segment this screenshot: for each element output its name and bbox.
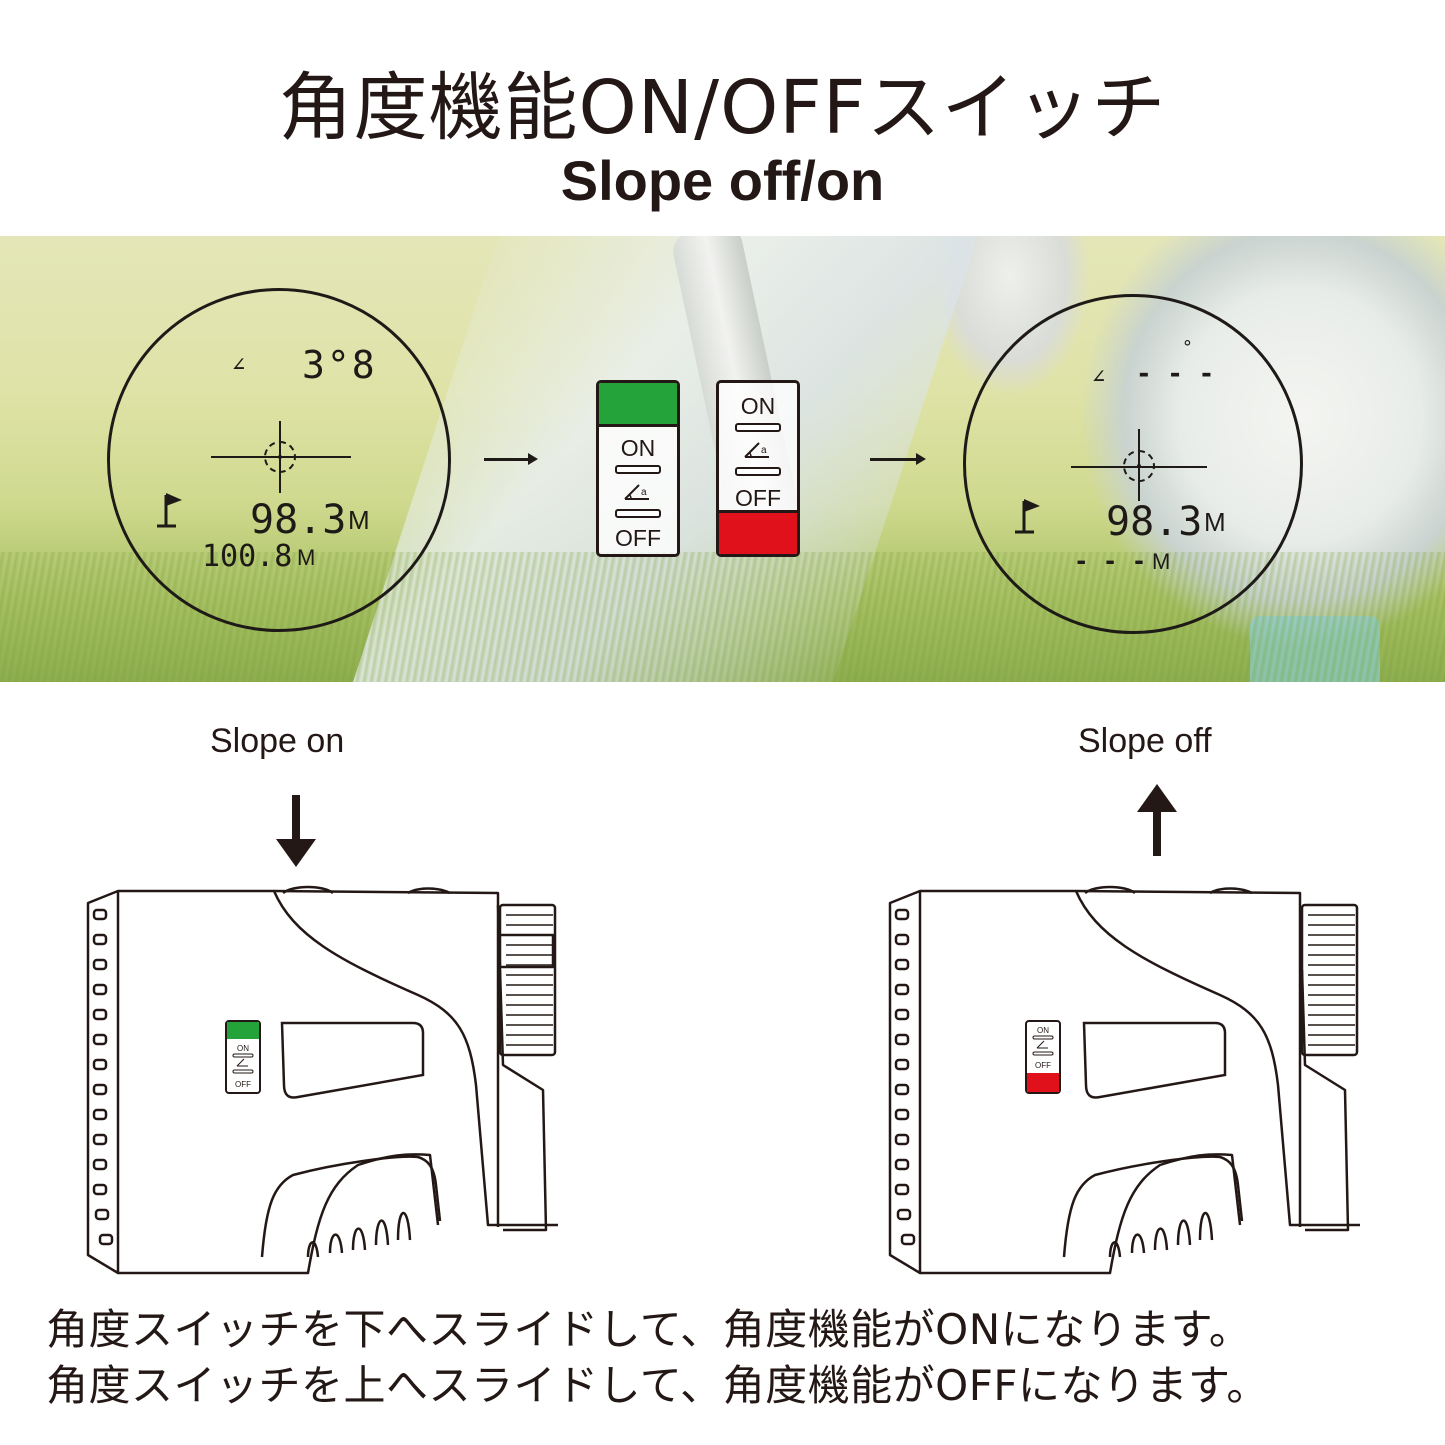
- arrow-right-icon: [870, 453, 926, 465]
- svg-text:ON: ON: [237, 1044, 249, 1053]
- reticle-icon: [264, 441, 296, 473]
- switch-on-label: ON: [620, 435, 656, 461]
- rangefinder-view-slope-off: ∠ ° - - - 98.3 M - - - M: [963, 294, 1303, 634]
- adjusted-distance-unit: M: [1152, 549, 1171, 574]
- description-line-off: 角度スイッチを上へスライドして、角度機能がOFFになります。: [46, 1361, 1269, 1410]
- flag-icon: [1015, 499, 1040, 534]
- reticle-center-dot: [1137, 464, 1141, 468]
- switch-off-bar: [615, 509, 661, 518]
- angle-icon: ∠: [232, 353, 246, 378]
- angle-icon: ∠: [1092, 365, 1106, 390]
- rangefinder-device-slope-off: ON OFF: [888, 885, 1360, 1275]
- slope-switch-off-state: ON a OFF: [716, 380, 800, 557]
- caption-slope-on: Slope on: [210, 722, 345, 760]
- flag-icon: [157, 493, 182, 528]
- switch-off-label: OFF: [735, 485, 781, 511]
- arrow-right-icon: [484, 453, 538, 465]
- description-line-on: 角度スイッチを下へスライドして、角度機能がONになります。: [46, 1305, 1252, 1354]
- page-title-english: Slope off/on: [560, 149, 885, 212]
- distance-unit: M: [1204, 507, 1226, 537]
- svg-text:OFF: OFF: [235, 1080, 251, 1089]
- rangefinder-device-slope-on: ON OFF: [86, 885, 558, 1275]
- device-switch-on: ON OFF: [225, 1020, 261, 1094]
- distance-value: 98.3: [250, 497, 347, 543]
- arrow-down-icon: [276, 795, 316, 867]
- slope-switch-on-state: ON a OFF: [596, 380, 680, 557]
- adjusted-distance-unit: M: [297, 545, 316, 570]
- switch-off-label: OFF: [615, 525, 661, 551]
- angle-value-blank: - - -: [1136, 359, 1215, 389]
- svg-text:a: a: [761, 445, 767, 456]
- reticle-icon: [1123, 450, 1155, 482]
- switch-on-label: ON: [740, 393, 776, 419]
- slope-angle-icon: a: [624, 484, 649, 500]
- angle-value: 3°8: [302, 343, 377, 387]
- device-switch-off: ON OFF: [1025, 1020, 1061, 1094]
- switch-slider-green: [599, 383, 677, 427]
- rangefinder-view-slope-on: ∠ 3°8 98.3 M 100.8 M: [107, 288, 451, 632]
- adjusted-distance-value: 100.8: [202, 539, 293, 574]
- caption-slope-off: Slope off: [1078, 722, 1212, 760]
- golf-tee: [1250, 616, 1380, 682]
- arrow-up-icon: [1137, 784, 1177, 856]
- svg-text:a: a: [641, 487, 647, 498]
- distance-value: 98.3: [1106, 499, 1203, 545]
- distance-unit: M: [348, 505, 370, 535]
- switch-on-bar: [735, 423, 781, 432]
- adjusted-distance-blank: - - -: [1074, 547, 1147, 575]
- svg-text:OFF: OFF: [1035, 1061, 1051, 1070]
- slope-angle-icon: a: [744, 442, 769, 458]
- switch-on-bar: [615, 465, 661, 474]
- reticle-center-dot: [278, 455, 282, 459]
- page-title-japanese: 角度機能ON/OFFスイッチ: [278, 65, 1167, 151]
- switch-slider-red: [719, 510, 797, 554]
- switch-off-bar: [735, 467, 781, 476]
- svg-text:ON: ON: [1037, 1026, 1049, 1035]
- degree-symbol: °: [1182, 337, 1193, 358]
